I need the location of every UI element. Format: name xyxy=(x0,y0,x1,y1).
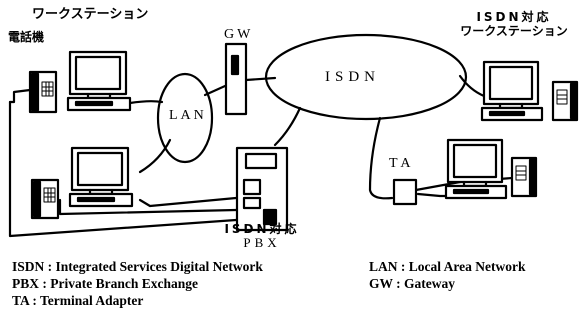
line-phone1-to-bus xyxy=(10,90,30,102)
gw-label: GW xyxy=(224,28,253,42)
line-lan-to-ws2 xyxy=(140,140,170,172)
legend-row: PBX : Private Branch Exchange GW : Gatew… xyxy=(12,275,263,292)
pbx-label-line1: ISDN対応 xyxy=(224,222,299,236)
line-isdn-to-pbx xyxy=(275,108,300,145)
legend-gw: GW : Gateway xyxy=(369,275,455,292)
line-pbx-to-ws2 xyxy=(140,198,236,206)
legend-pbx: PBX : Private Branch Exchange xyxy=(12,276,198,291)
gateway-device xyxy=(226,44,246,114)
lan-label: LAN xyxy=(169,109,207,123)
legend-row: TA : Terminal Adapter xyxy=(12,292,263,309)
line-gw-to-isdn xyxy=(246,78,275,80)
legend-row: ISDN : Integrated Services Digital Netwo… xyxy=(12,258,263,275)
terminal-adapter xyxy=(394,180,416,204)
legend-ta: TA : Terminal Adapter xyxy=(12,293,143,308)
legend-lan: LAN : Local Area Network xyxy=(369,258,525,275)
workstation-3 xyxy=(446,140,506,198)
telephone-1 xyxy=(30,72,56,112)
workstation-1 xyxy=(68,52,130,110)
ta-label: TA xyxy=(389,157,415,171)
workstation-2 xyxy=(70,148,132,206)
telephone-3 xyxy=(512,158,536,196)
line-ta-to-ws3 xyxy=(418,194,448,196)
legend-isdn: ISDN : Integrated Services Digital Netwo… xyxy=(12,259,263,274)
abbreviation-legend: ISDN : Integrated Services Digital Netwo… xyxy=(12,258,263,309)
line-ws1-to-lan xyxy=(130,101,162,103)
isdn-cloud-label: ISDN xyxy=(325,70,380,84)
isdn-workstation-label-line2: ワークステーション xyxy=(460,24,567,38)
pbx-device xyxy=(237,148,287,230)
pbx-label-line2: PBX xyxy=(243,236,280,250)
telephone-label: 電話機 xyxy=(8,30,44,44)
workstation-label: ワークステーション xyxy=(32,8,148,22)
telephone-2 xyxy=(32,180,58,218)
isdn-workstation-label-line1: ISDN対応 xyxy=(476,10,551,24)
isdn-workstation xyxy=(482,62,577,120)
